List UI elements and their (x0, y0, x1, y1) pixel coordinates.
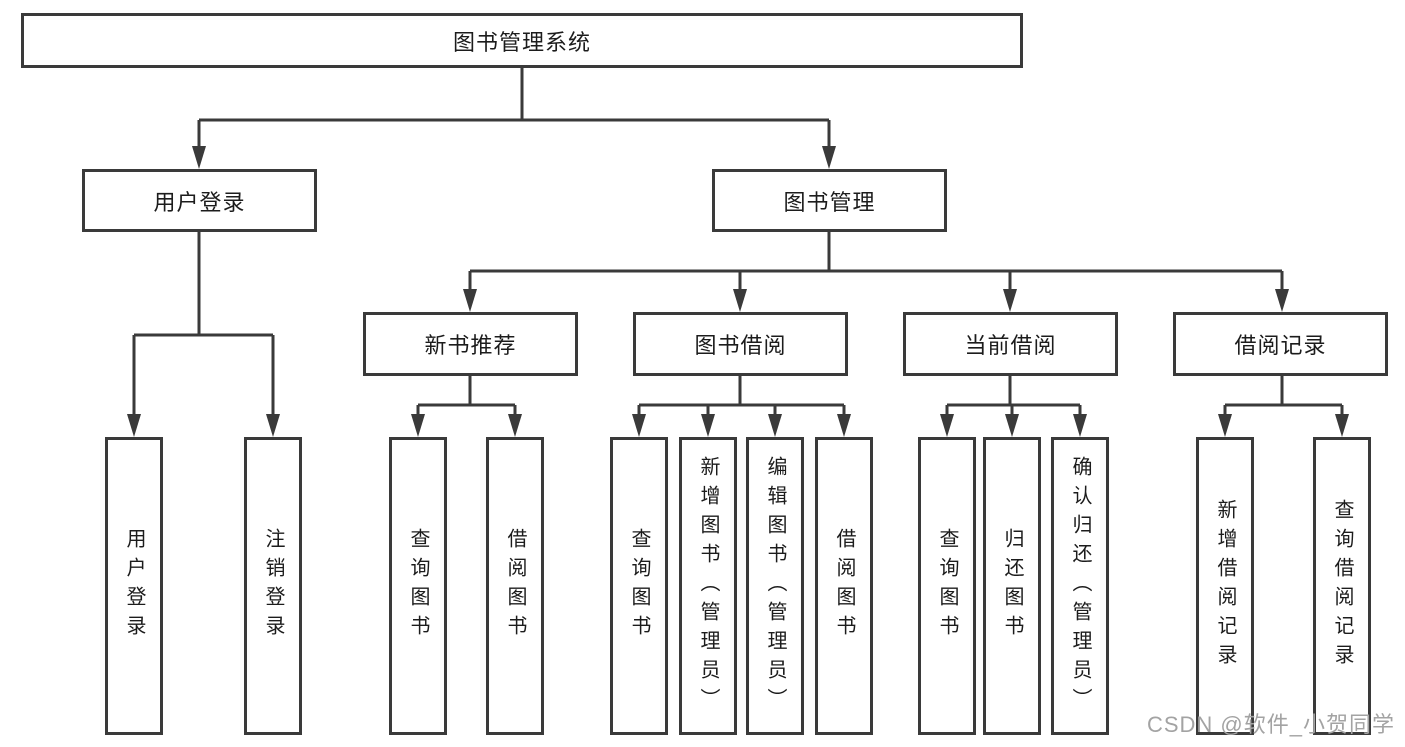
leaf-borrow-books: 借阅图书 (815, 437, 873, 735)
node-label: 图书借阅 (694, 333, 787, 358)
leaf-label: 编辑图书（管理员） (764, 455, 786, 717)
leaf-borrow-books: 借阅图书 (486, 437, 544, 735)
leaf-return-books: 归还图书 (983, 437, 1041, 735)
leaf-label: 查询图书 (936, 528, 958, 644)
node-label: 用户登录 (153, 189, 246, 215)
leaf-query-borrow-record: 查询借阅记录 (1313, 437, 1371, 735)
node-book-borrow: 图书借阅 (633, 312, 848, 376)
leaf-add-books-admin: 新增图书（管理员） (679, 437, 737, 735)
node-label: 借阅记录 (1234, 333, 1327, 358)
leaf-label: 新增图书（管理员） (697, 455, 719, 717)
node-label: 当前借阅 (964, 333, 1057, 358)
arrowheads (127, 146, 1349, 437)
leaf-label: 借阅图书 (833, 528, 855, 644)
leaf-query-books: 查询图书 (389, 437, 447, 735)
leaf-label: 查询借阅记录 (1331, 499, 1353, 673)
node-book-management: 图书管理 (712, 169, 947, 232)
leaf-edit-books-admin: 编辑图书（管理员） (746, 437, 804, 735)
node-library-management-system: 图书管理系统 (21, 13, 1023, 68)
leaf-label: 注销登录 (262, 528, 284, 644)
node-current-borrow: 当前借阅 (903, 312, 1118, 376)
node-label: 图书管理系统 (452, 29, 591, 55)
leaf-label: 新增借阅记录 (1214, 499, 1236, 673)
leaf-user-login: 用户登录 (105, 437, 163, 735)
node-label: 新书推荐 (424, 333, 517, 358)
node-borrow-records: 借阅记录 (1173, 312, 1388, 376)
leaf-label: 用户登录 (123, 528, 145, 644)
leaf-query-books: 查询图书 (918, 437, 976, 735)
leaf-label: 查询图书 (628, 528, 650, 644)
leaf-add-borrow-record: 新增借阅记录 (1196, 437, 1254, 735)
leaf-label: 借阅图书 (504, 528, 526, 644)
leaf-label: 查询图书 (407, 528, 429, 644)
leaf-logout: 注销登录 (244, 437, 302, 735)
node-user-login: 用户登录 (82, 169, 317, 232)
leaf-query-books: 查询图书 (610, 437, 668, 735)
node-label: 图书管理 (783, 189, 876, 215)
leaf-confirm-return-admin: 确认归还（管理员） (1051, 437, 1109, 735)
csdn-watermark: CSDN @软件_小贺同学 (1146, 712, 1395, 737)
leaf-label: 确认归还（管理员） (1069, 455, 1091, 717)
leaf-label: 归还图书 (1001, 528, 1023, 644)
node-new-book-recommend: 新书推荐 (363, 312, 578, 376)
